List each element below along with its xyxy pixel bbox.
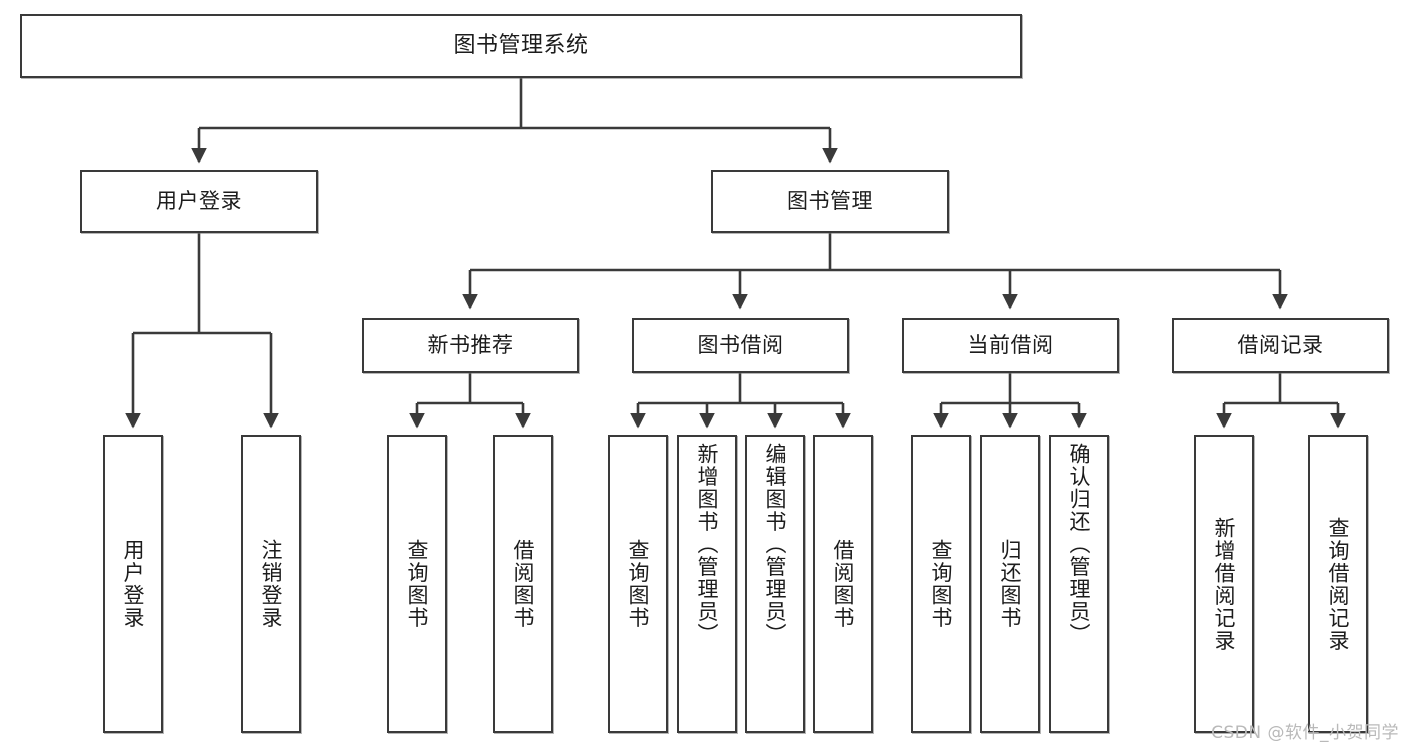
node-root-system[interactable]: 图书管理系统 [20,14,1022,78]
node-book-manage[interactable]: 图书管理 [711,170,949,233]
node-user-login[interactable]: 用户登录 [80,170,318,233]
node-label: 图书管理系统 [453,33,589,59]
node-label: 查询图书 [929,539,954,629]
node-book-borrow[interactable]: 图书借阅 [632,318,849,373]
node-label: 新增图书（管理员） [695,443,720,646]
node-new-book-rec[interactable]: 新书推荐 [362,318,579,373]
node-leaf-borrow-book-2[interactable]: 借阅图书 [813,435,873,733]
node-label: 确认归还（管理员） [1067,443,1092,646]
node-leaf-add-book[interactable]: 新增图书（管理员） [677,435,737,733]
node-label: 用户登录 [156,189,242,214]
node-leaf-confirm-return[interactable]: 确认归还（管理员） [1049,435,1109,733]
node-label: 借阅记录 [1237,333,1324,358]
node-label: 新书推荐 [427,333,514,358]
watermark-text: CSDN @软件_小贺同学 [1211,723,1399,743]
node-leaf-add-record[interactable]: 新增借阅记录 [1194,435,1254,733]
node-label: 图书管理 [787,189,873,214]
node-label: 用户登录 [121,539,146,629]
node-leaf-query-record[interactable]: 查询借阅记录 [1308,435,1368,733]
node-label: 新增借阅记录 [1212,516,1237,652]
node-label: 查询图书 [405,539,430,629]
node-label: 查询图书 [626,539,651,629]
node-current-borrow[interactable]: 当前借阅 [902,318,1119,373]
node-label: 注销登录 [259,539,284,629]
node-label: 借阅图书 [831,539,856,629]
node-leaf-query-book-2[interactable]: 查询图书 [608,435,668,733]
node-leaf-edit-book[interactable]: 编辑图书（管理员） [745,435,805,733]
node-leaf-user-login[interactable]: 用户登录 [103,435,163,733]
node-label: 借阅图书 [511,539,536,629]
node-leaf-return-book[interactable]: 归还图书 [980,435,1040,733]
node-leaf-borrow-book-1[interactable]: 借阅图书 [493,435,553,733]
node-label: 归还图书 [998,539,1023,629]
node-label: 当前借阅 [967,333,1054,358]
node-leaf-query-book-1[interactable]: 查询图书 [387,435,447,733]
node-leaf-query-book-3[interactable]: 查询图书 [911,435,971,733]
node-label: 查询借阅记录 [1326,516,1351,652]
node-borrow-record[interactable]: 借阅记录 [1172,318,1389,373]
node-leaf-logout[interactable]: 注销登录 [241,435,301,733]
node-label: 图书借阅 [697,333,784,358]
node-label: 编辑图书（管理员） [763,443,788,646]
